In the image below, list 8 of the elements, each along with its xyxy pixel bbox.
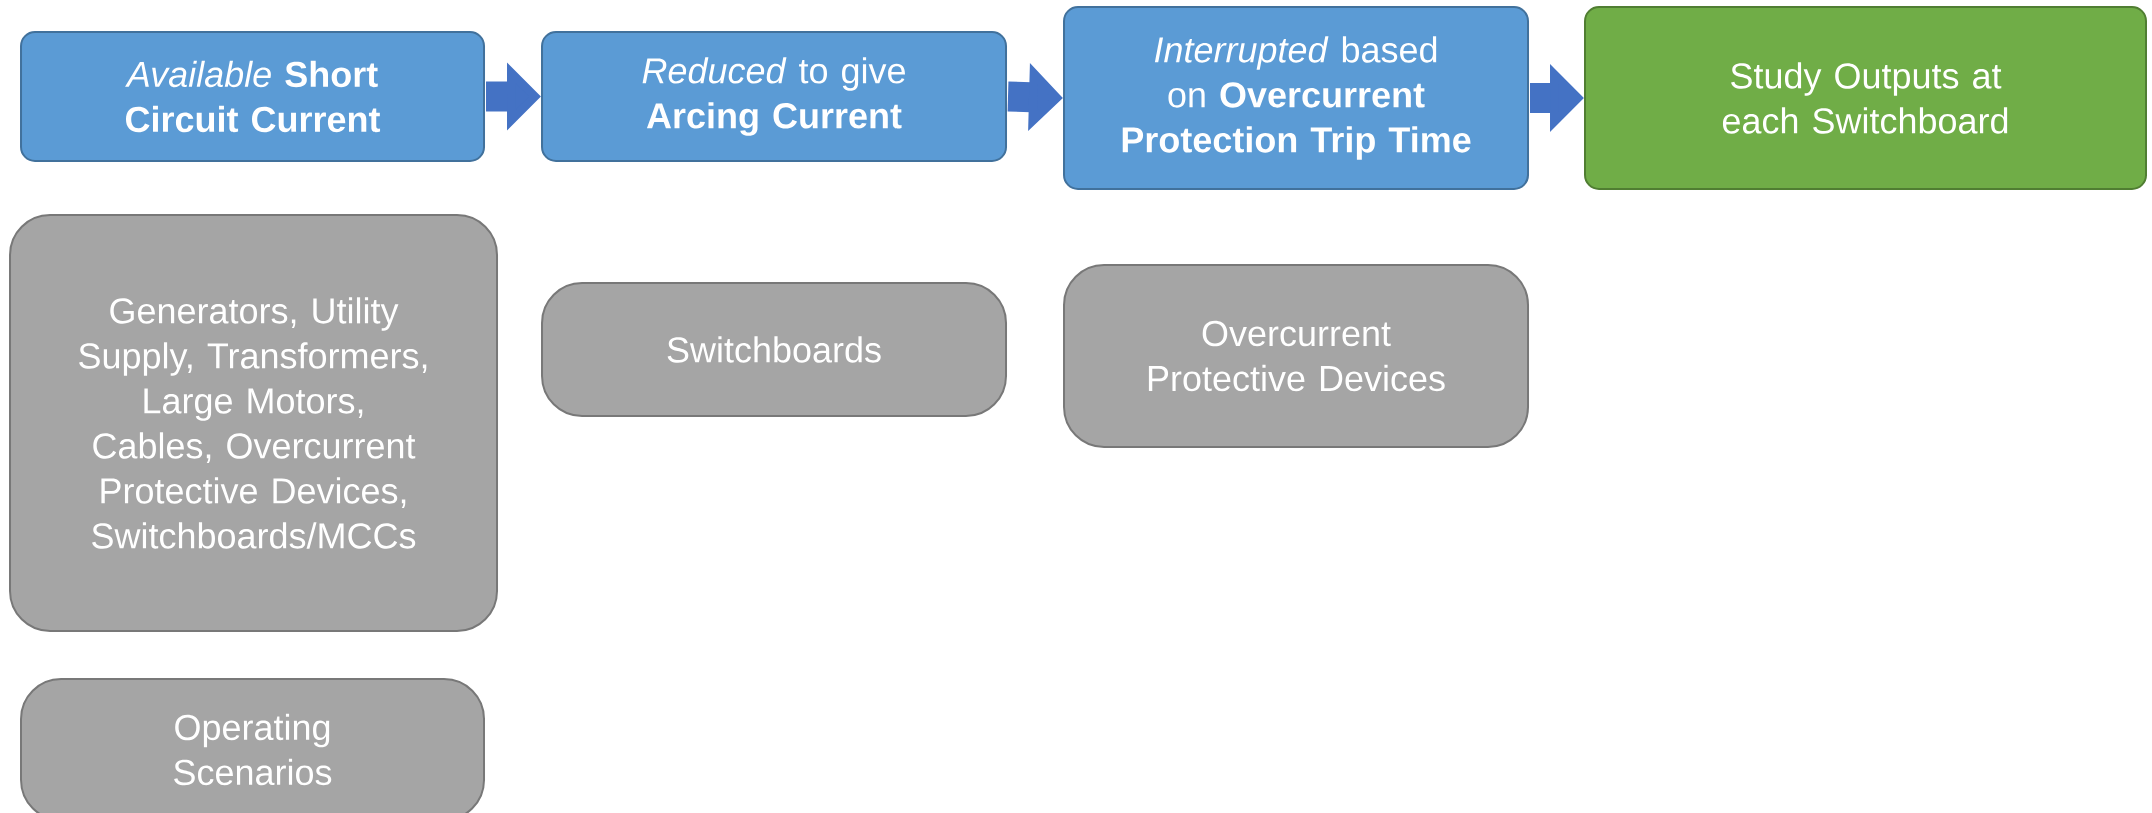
component-box: Overcurrent Protective Devices	[1063, 264, 1529, 448]
component-box: Generators, Utility Supply, Transformers, Large Motors, Cables, Overcurrent Protective Devices, Switchboards/MCCs	[9, 214, 498, 632]
process-box: Available Short Circuit Current	[20, 31, 485, 162]
process-box: Interrupted based on Overcurrent Protection Trip Time	[1063, 6, 1529, 190]
process-box: Reduced to give Arcing Current	[541, 31, 1007, 162]
component-box: Operating Scenarios	[20, 678, 485, 813]
outcome-box: Study Outputs at each Switchboard	[1584, 6, 2147, 190]
component-box: Switchboards	[541, 282, 1007, 417]
